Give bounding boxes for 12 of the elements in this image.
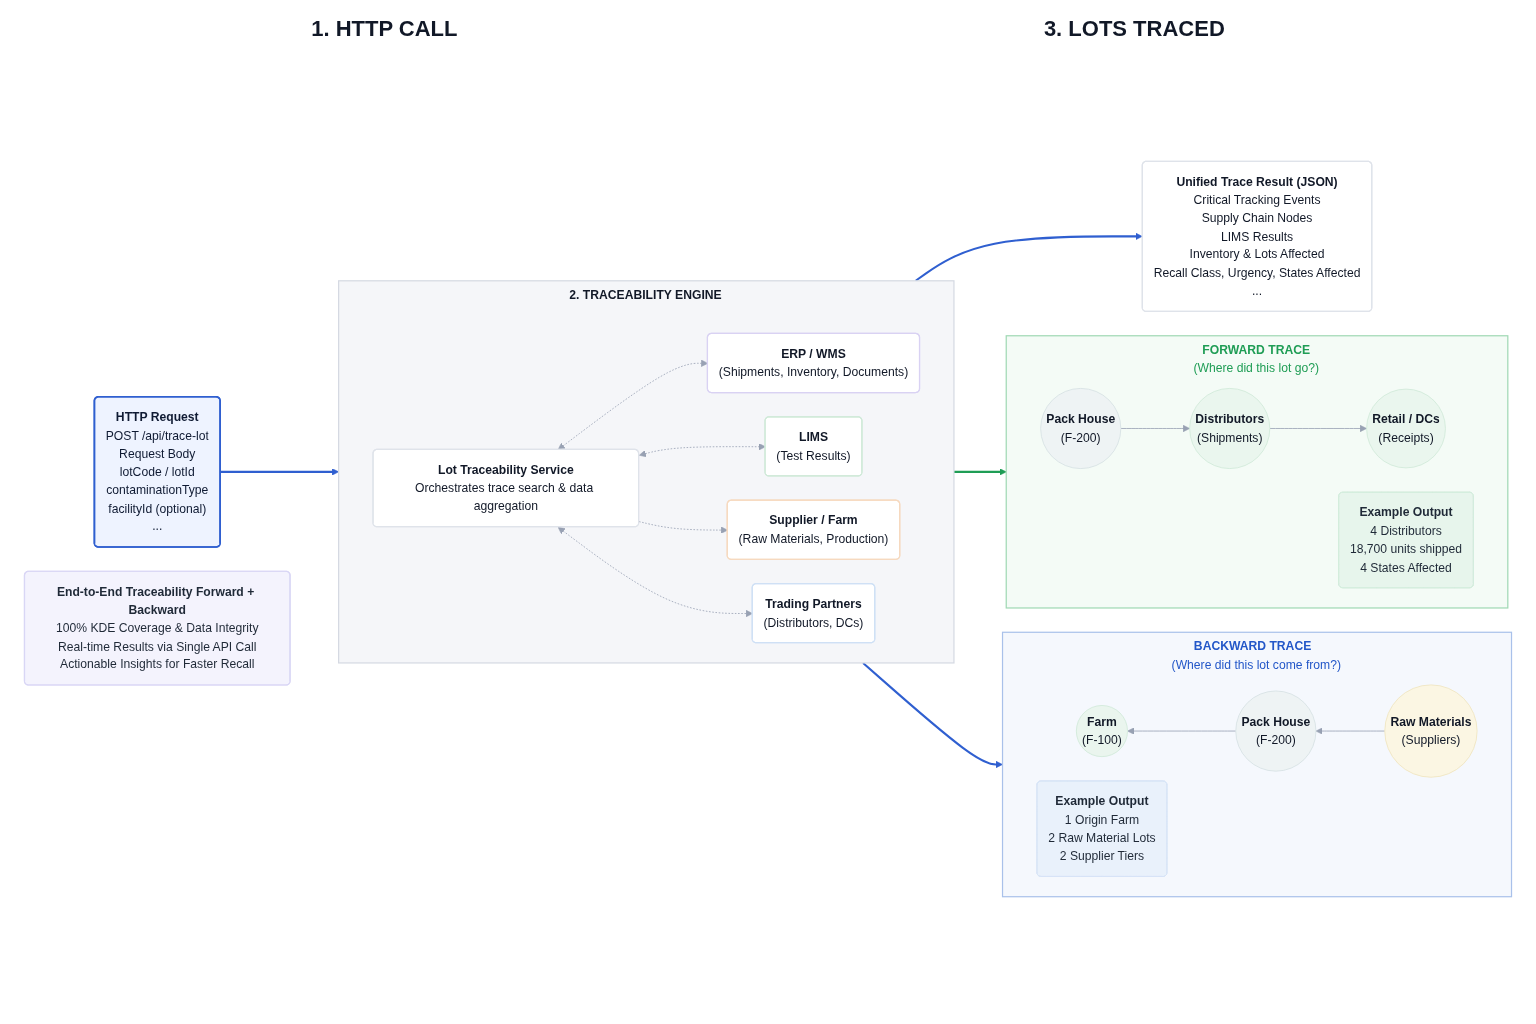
node-circle: Raw Materials (Suppliers) bbox=[1384, 684, 1478, 778]
node-circle: Retail / DCs (Receipts) bbox=[1366, 388, 1446, 469]
node-circle: Pack House (F-200) bbox=[1040, 388, 1122, 469]
node-circle: Pack House (F-200) bbox=[1235, 690, 1317, 772]
node-circle: Farm (F-100) bbox=[1075, 705, 1128, 758]
arrow bbox=[862, 662, 1003, 769]
arrow bbox=[220, 468, 339, 476]
arrow bbox=[953, 468, 1007, 476]
column-heading: 3. LOTS TRACED bbox=[1043, 16, 1225, 42]
column-heading: 1. HTTP CALL bbox=[311, 16, 458, 42]
node-circle: Distributors (Shipments) bbox=[1189, 388, 1271, 469]
arrow bbox=[915, 232, 1143, 282]
